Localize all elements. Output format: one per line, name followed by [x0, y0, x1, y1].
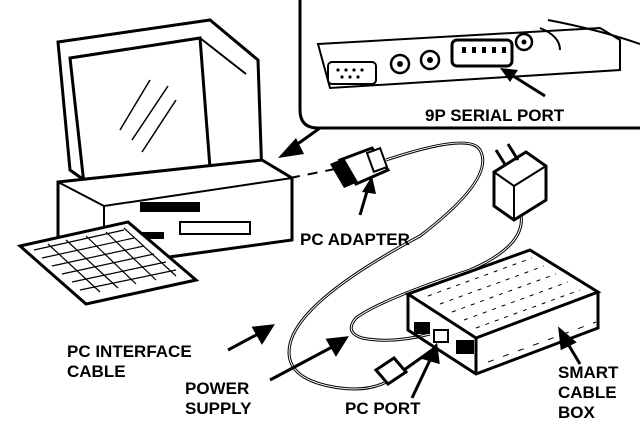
label-pc-interface-cable-line1: PC INTERFACE: [67, 342, 192, 361]
label-smart-cable-box-line1: SMART: [558, 363, 619, 382]
pc-adapter-icon: [289, 146, 391, 216]
label-pc-interface-cable-line2: CABLE: [67, 362, 126, 381]
label-smart-cable-box-line2: CABLE: [558, 383, 617, 402]
smart-cable-box-icon: [404, 248, 602, 376]
label-pc-port: PC PORT: [345, 399, 421, 418]
rj-plug-icon: [373, 356, 409, 386]
serial-port-inset: [298, 0, 640, 130]
power-supply-icon: [492, 143, 548, 222]
label-smart-cable-box-line3: BOX: [558, 403, 596, 422]
computer-icon: [16, 18, 321, 306]
label-pc-adapter: PC ADAPTER: [300, 230, 410, 249]
label-power-supply-line1: POWER: [185, 379, 249, 398]
label-serial-port: 9P SERIAL PORT: [425, 106, 565, 125]
label-power-supply-line2: SUPPLY: [185, 399, 252, 418]
label-arrows: [227, 324, 582, 399]
